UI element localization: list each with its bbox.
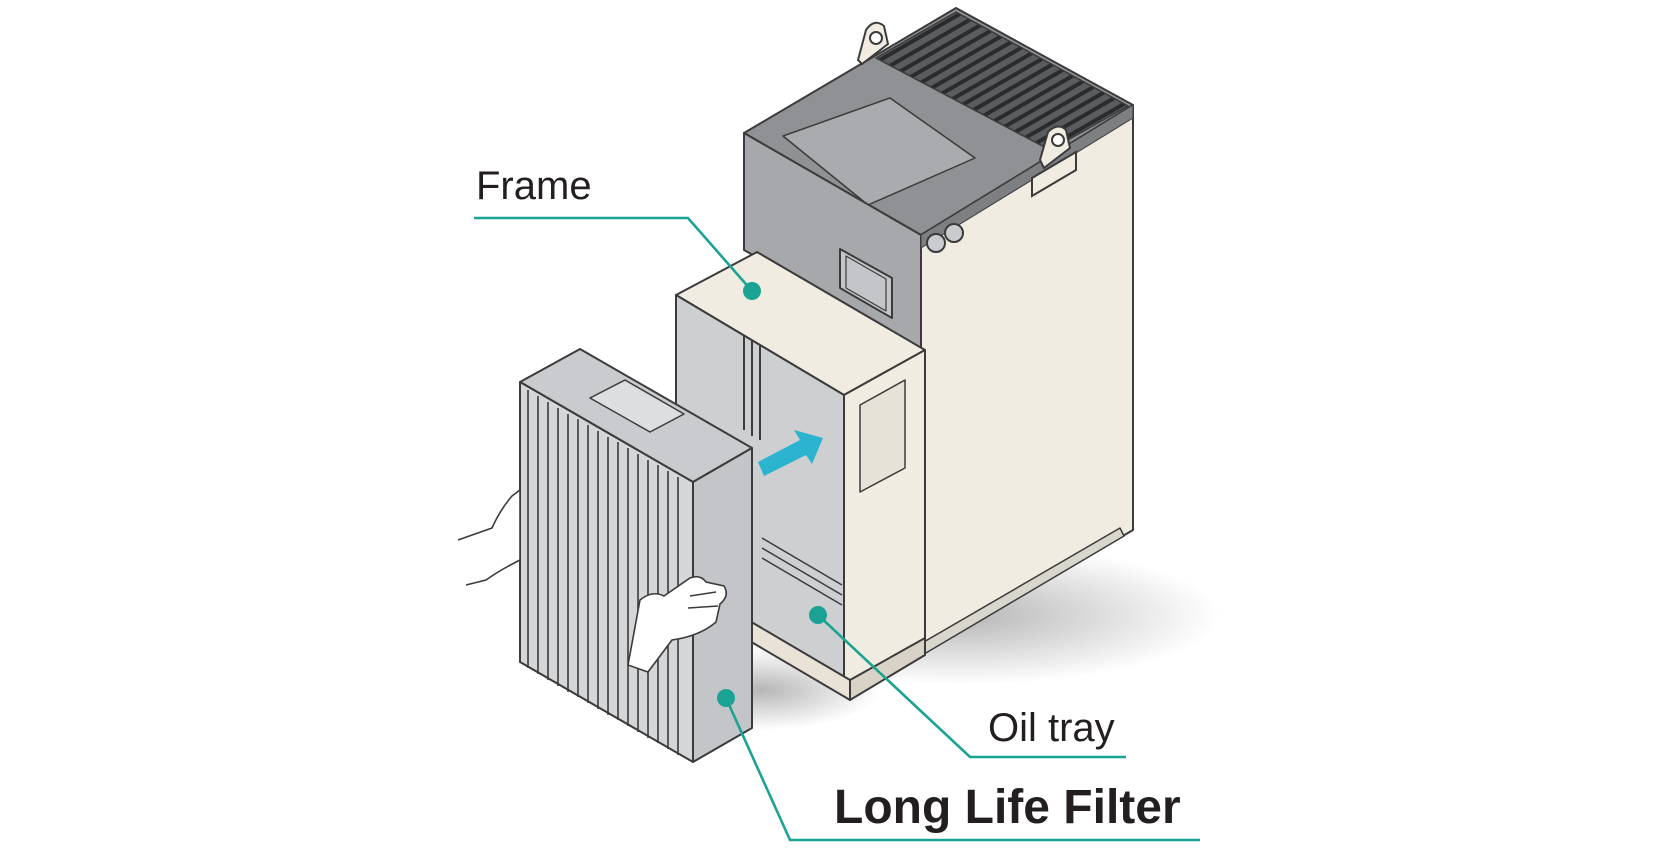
port-left: [926, 233, 946, 253]
lifting-eye-right: [1031, 125, 1077, 198]
oil-tray-side: [849, 637, 926, 701]
leader-lines: [474, 216, 1200, 842]
hand-icon: [627, 575, 728, 673]
main-housing: [743, 7, 1134, 661]
dot-oil-tray: [809, 606, 827, 624]
label-long-life-filter: Long Life Filter: [834, 781, 1181, 834]
frame-slat-3: [761, 557, 843, 606]
frame-side-panel: [859, 379, 906, 493]
label-frame: Frame: [476, 164, 592, 208]
leader-frame: [474, 216, 753, 292]
port-right: [944, 223, 964, 243]
label-oil-tray: Oil tray: [988, 706, 1115, 750]
frame-slat-2: [761, 547, 843, 596]
frame-slat-1: [761, 537, 843, 586]
dot-filter: [717, 689, 735, 707]
hand-left-icon: [457, 488, 521, 586]
filter-handle-slot: [589, 379, 685, 433]
front-window: [839, 248, 893, 319]
dot-frame: [743, 282, 761, 300]
front-window-inner: [845, 255, 887, 312]
leader-filter: [724, 697, 1200, 842]
insert-arrow-icon: [758, 430, 823, 476]
lifting-eye-left: [856, 21, 890, 66]
leader-oil-tray: [817, 614, 1126, 759]
filter-side-face: [692, 447, 753, 763]
top-panel: [782, 97, 976, 206]
top-vent-grille: [875, 11, 1129, 151]
